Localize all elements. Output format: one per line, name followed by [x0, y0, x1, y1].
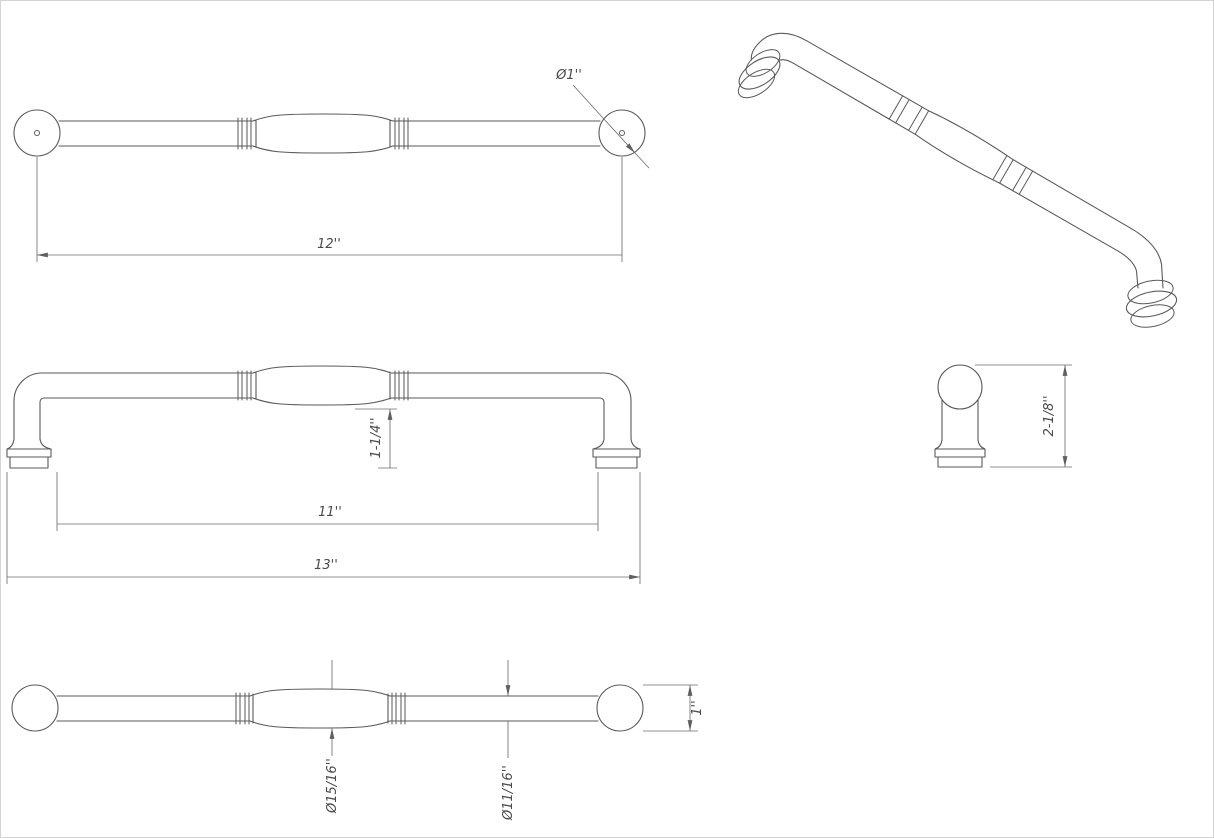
iso-end-bends [750, 32, 1164, 289]
side-foot-view [934, 364, 986, 468]
top-view [13, 109, 646, 157]
bottom-view-ring-details [235, 692, 406, 725]
side-view-extension-lines [975, 364, 1072, 468]
dim-1-1-4in-label: 1-1/4'' [369, 417, 384, 458]
bottom-view-diameter-arrows-top [331, 660, 508, 696]
bottom-view [11, 684, 644, 732]
front-view-ring-details [237, 370, 409, 401]
side-view-foot-outline [934, 399, 986, 468]
top-view-dimensions: 12'' Ø1'' [36, 68, 650, 262]
dim-11-16-diameter-label: Ø11/16'' [501, 765, 516, 821]
front-view-dimension-lines [7, 409, 640, 577]
front-view-feet [6, 448, 641, 469]
top-view-dimension-lines [37, 117, 635, 255]
bottom-view-dimensions: Ø15/16'' Ø11/16'' 1'' [325, 660, 705, 821]
front-view [6, 365, 641, 469]
dim-12in-label: 12'' [317, 237, 341, 252]
dim-end-diameter-label: Ø1'' [555, 68, 582, 83]
side-view-dimensions: 2-1/8'' [975, 364, 1072, 468]
dim-2-1-8in-label: 2-1/8'' [1042, 395, 1057, 436]
iso-left-foot-base [737, 68, 776, 99]
iso-right-foot-base [1130, 304, 1175, 328]
dim-11in-label: 11'' [318, 505, 342, 520]
iso-right-foot-neck [1127, 279, 1174, 305]
iso-left-foot-flange [738, 56, 781, 90]
top-view-right-center-mark [619, 130, 625, 136]
bottom-view-bar-outline [56, 688, 599, 729]
top-view-extension-lines [36, 84, 650, 262]
top-view-ring-details [237, 117, 409, 150]
bottom-view-diameter-arrows-bottom [332, 721, 509, 758]
dim-1in-label: 1'' [690, 700, 705, 715]
top-view-bar-outline [58, 113, 601, 154]
iso-ring-details [888, 95, 1034, 195]
iso-bar-outline [792, 40, 1133, 252]
iso-left-foot-neck [745, 49, 781, 77]
front-view-handle-outline [6, 365, 641, 450]
bottom-view-left-end-circle [11, 684, 59, 732]
front-view-dimensions: 1-1/4'' 11'' 13'' [6, 409, 640, 584]
dim-15-16-diameter-label: Ø15/16'' [325, 758, 340, 814]
iso-right-foot-flange [1125, 290, 1178, 318]
isometric-view [737, 32, 1178, 328]
top-view-left-end-circle [13, 109, 61, 157]
top-view-right-end-circle [598, 109, 646, 157]
dim-13in-label: 13'' [314, 558, 338, 573]
top-view-left-center-mark [34, 130, 40, 136]
bottom-view-right-end-circle [596, 684, 644, 732]
side-view-bar-end [937, 364, 983, 410]
